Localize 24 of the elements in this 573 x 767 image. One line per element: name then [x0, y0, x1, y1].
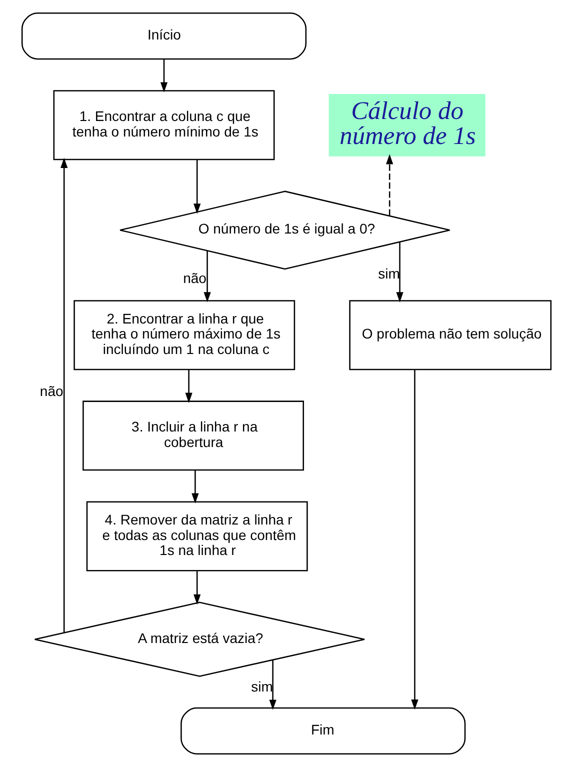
edge-label: não	[183, 270, 206, 286]
node-box: Cálculo do número de 1s	[328, 94, 486, 156]
arrow	[386, 154, 394, 216]
node-box: Fim	[180, 707, 466, 754]
node-box: 2. Encontrar a linha r que tenha o número máximo de 1s incluíndo um 1 na coluna c	[74, 300, 296, 370]
node-diamond: A matriz está vazia?	[34, 602, 366, 677]
node-box: 3. Incluir a linha r na cobertura	[82, 400, 304, 471]
arrow	[194, 571, 201, 605]
edge-label: sim	[251, 678, 273, 694]
arrow	[194, 160, 201, 214]
arrow	[204, 250, 211, 302]
node-box: 4. Remover da matriz a linha r e todas as colunas que contêm 1s na linha r	[86, 501, 308, 572]
arrow	[185, 370, 192, 403]
arrow	[269, 660, 276, 710]
node-box: O problema não tem solução	[349, 300, 552, 370]
node-box: 1. Encontrar a coluna c que tenha o número mínimo de 1s	[53, 90, 275, 160]
arrow	[60, 158, 68, 632]
arrow	[396, 242, 404, 302]
arrow	[160, 59, 168, 92]
edge-label: não	[40, 382, 64, 399]
arrow	[411, 370, 418, 710]
arrow	[192, 470, 199, 504]
node-diamond: O número de 1s é igual a 0?	[119, 190, 450, 270]
node-box: Início	[21, 12, 307, 60]
